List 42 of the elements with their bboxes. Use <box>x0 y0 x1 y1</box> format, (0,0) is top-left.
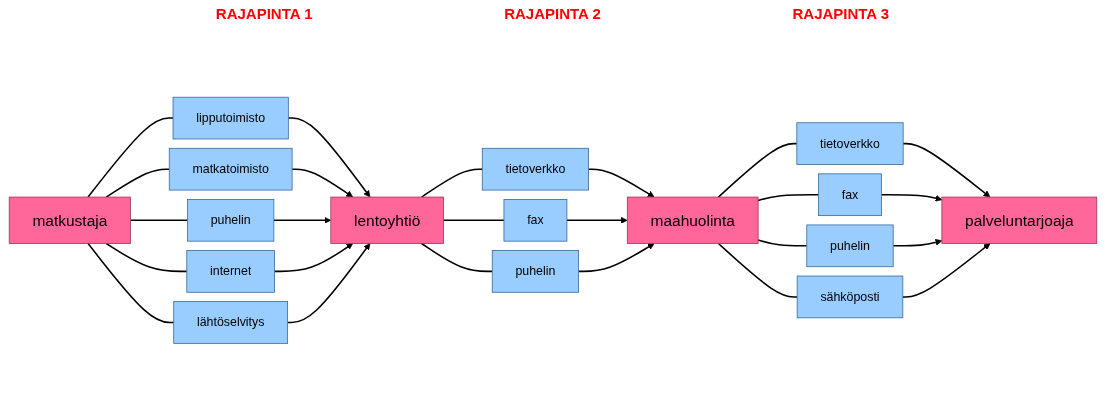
arrow <box>565 216 628 224</box>
arrow <box>272 216 331 224</box>
arrow <box>286 242 370 323</box>
node-box: matkustaja <box>8 196 131 244</box>
node-box: sähköposti <box>796 275 903 318</box>
node-box: fax <box>817 173 882 216</box>
arrow <box>577 242 654 272</box>
connector <box>756 238 808 247</box>
interface-label: RAJAPINTA 2 <box>504 4 601 22</box>
interface-label: RAJAPINTA 3 <box>792 4 890 22</box>
arrow <box>287 117 370 198</box>
connector <box>717 242 798 298</box>
arrow <box>880 193 942 202</box>
node-box: puhelin <box>186 198 274 242</box>
node-box: fax <box>503 198 567 242</box>
connector <box>129 219 188 221</box>
connector <box>420 242 493 272</box>
connector <box>442 219 505 221</box>
node-box: internet <box>185 249 275 293</box>
node-box: maahuolinta <box>626 196 758 244</box>
arrow <box>891 238 942 247</box>
node-box: lipputoimisto <box>172 96 289 140</box>
node-box: lähtöselvitys <box>172 300 288 344</box>
node-box: palveluntarjoaja <box>941 196 1097 244</box>
connector <box>717 142 798 198</box>
interface-label: RAJAPINTA 1 <box>215 4 313 22</box>
arrow <box>273 242 353 272</box>
arrow <box>587 168 654 198</box>
connector <box>420 168 483 198</box>
node-box: puhelin <box>491 249 579 293</box>
node-box: tietoverkko <box>481 147 589 191</box>
arrow <box>901 142 990 198</box>
connector <box>104 242 188 272</box>
node-box: lentoyhtiö <box>329 196 444 244</box>
connector <box>756 193 819 202</box>
connector <box>86 242 174 323</box>
node-box: tietoverkko <box>795 122 904 165</box>
node-box: puhelin <box>805 224 894 267</box>
connector <box>86 117 174 198</box>
node-box: matkatoimisto <box>168 147 292 191</box>
arrow <box>901 242 990 298</box>
arrow <box>290 168 353 198</box>
